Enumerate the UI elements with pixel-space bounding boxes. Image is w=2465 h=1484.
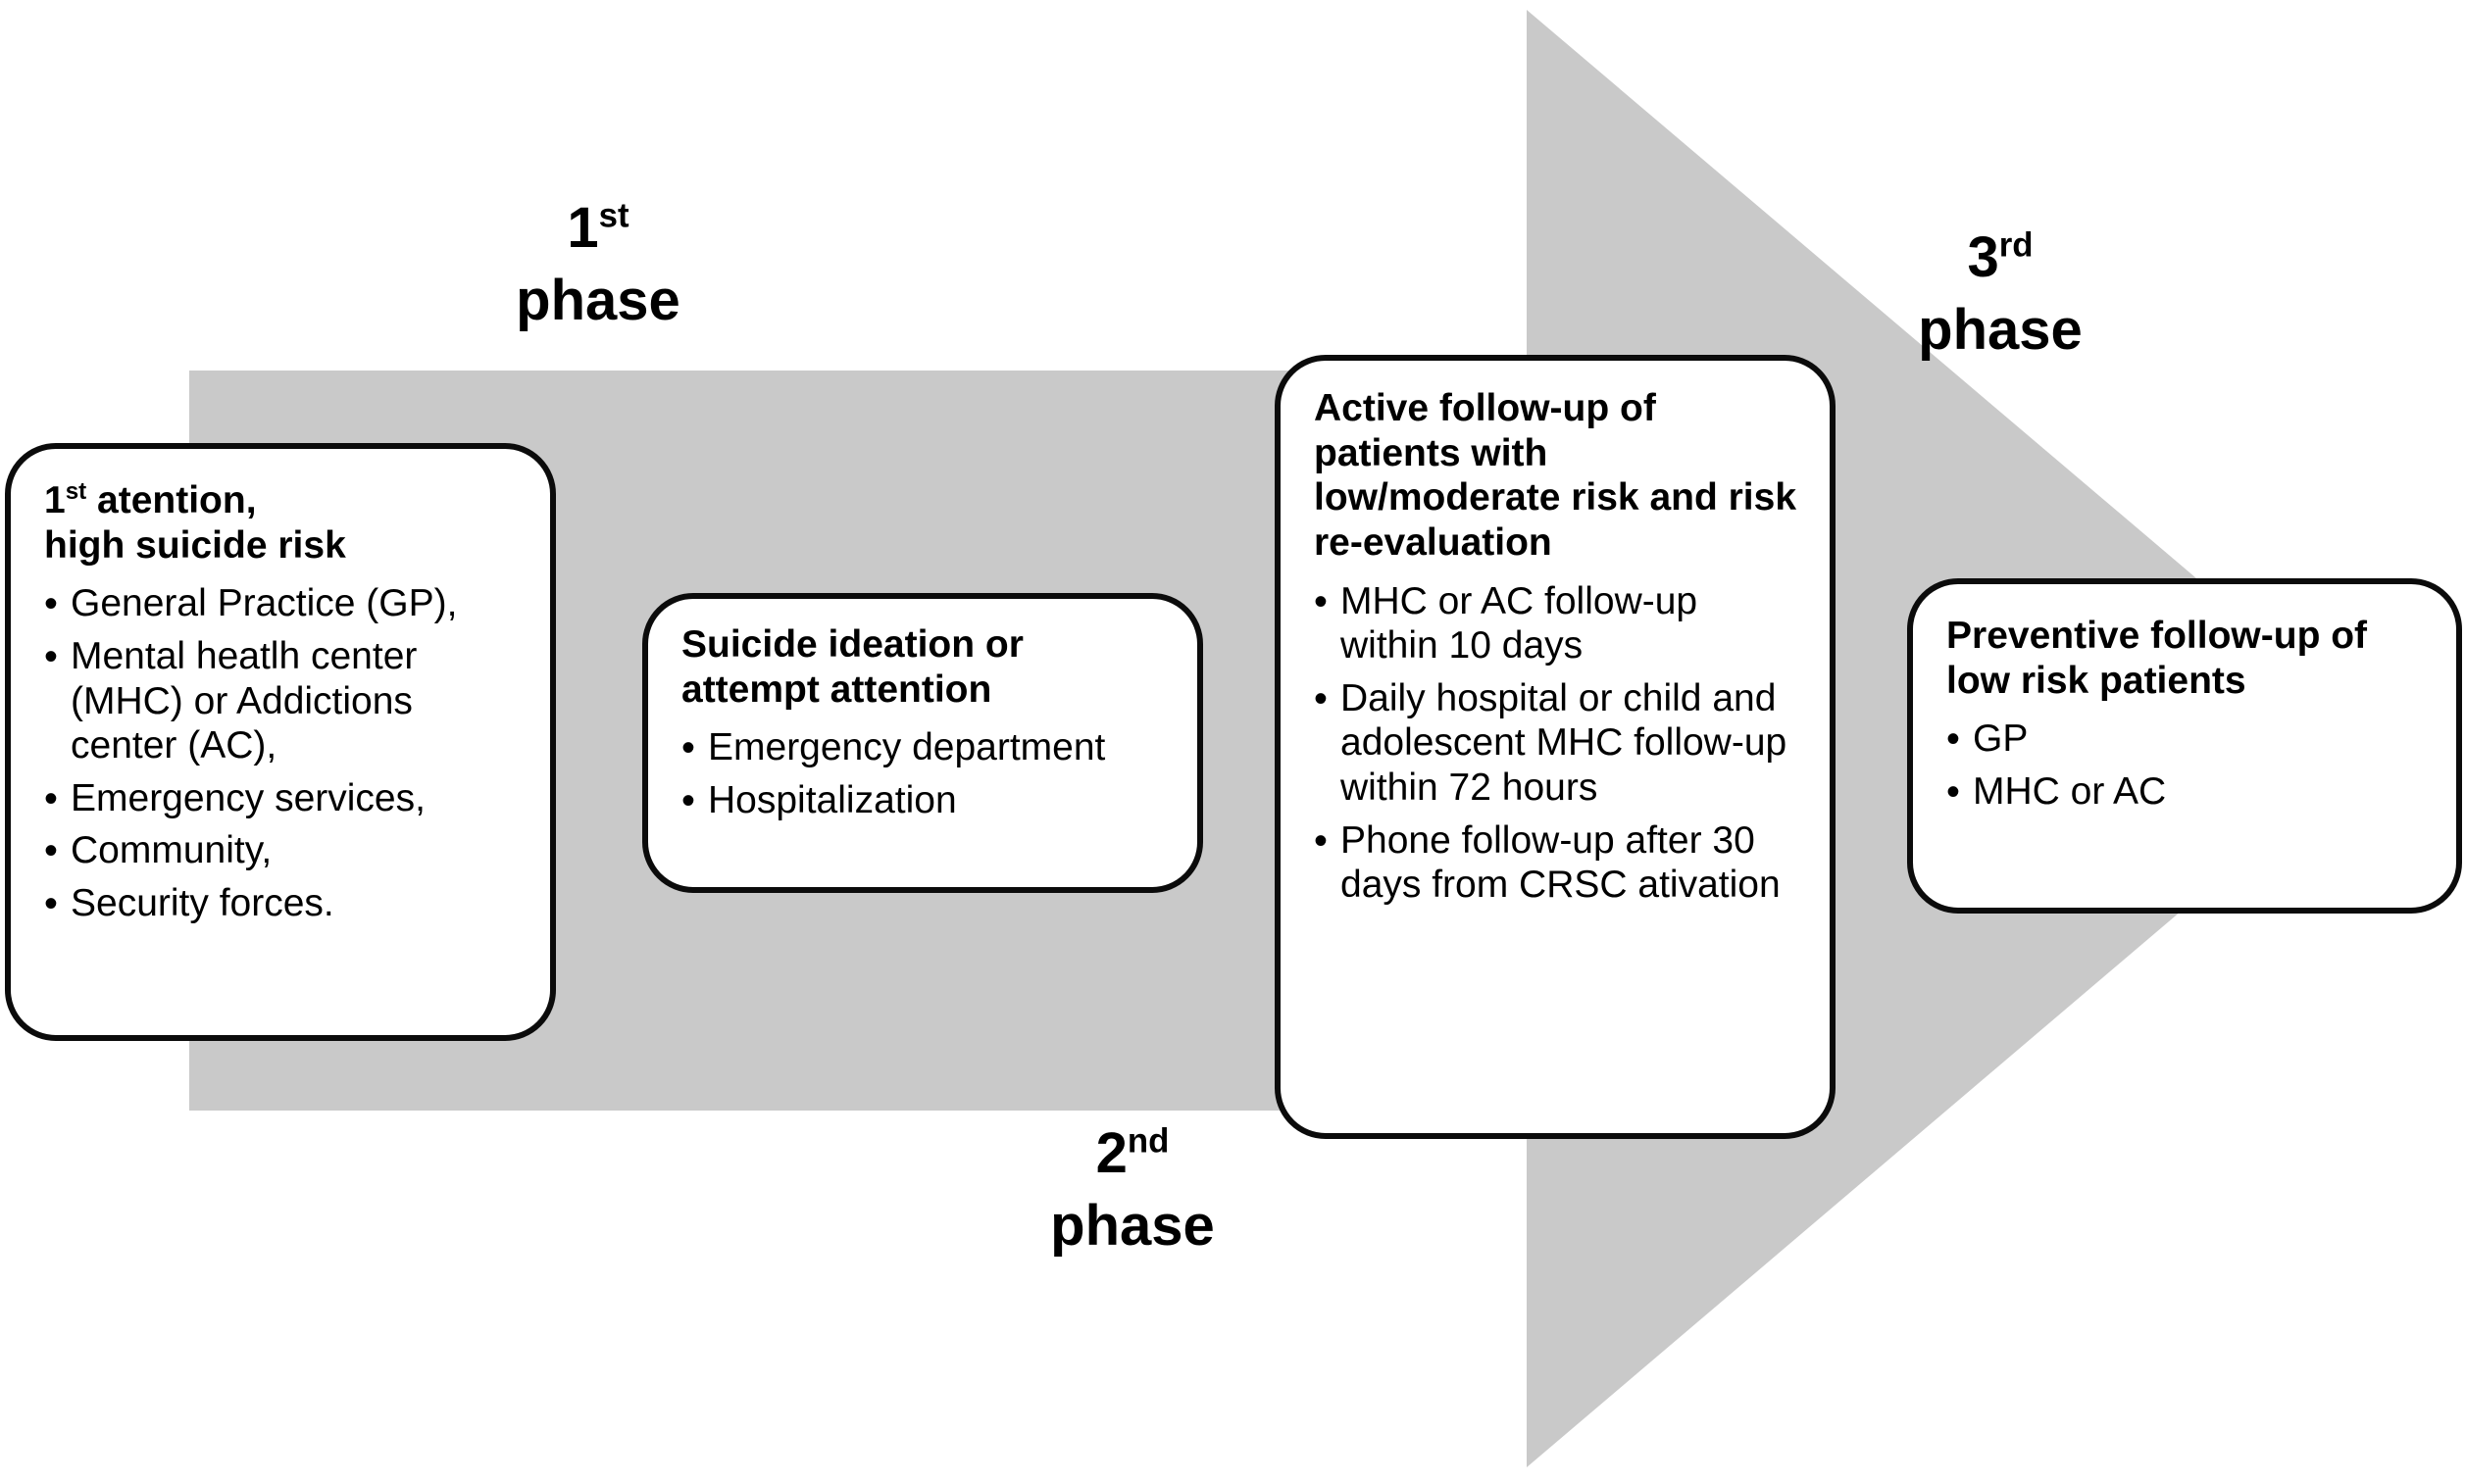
- phase-label-2: 2nd phase: [1015, 1117, 1250, 1262]
- list-item: Emergency department: [681, 725, 1168, 770]
- phase-1-number: 1: [567, 196, 599, 260]
- phase-3-number-line: 3rd: [1883, 222, 2118, 294]
- card-suicide-ideation-body: Suicide ideation or attempt attention Em…: [648, 599, 1197, 843]
- list-item: Daily hospital or child and adolescent M…: [1314, 676, 1800, 811]
- phase-3-number: 3: [1967, 225, 1999, 289]
- card-preventive-followup-title: Preventive follow-up of low risk patient…: [1946, 615, 2368, 702]
- phase-3-word: phase: [1918, 298, 2083, 363]
- card-active-followup-title: Active follow-up of patients with low/mo…: [1314, 387, 1797, 564]
- phase-label-3: 3rd phase: [1883, 222, 2118, 367]
- list-item: Mental heatlh center (MHC) or Addictions…: [44, 634, 521, 768]
- card-active-followup-bullets: MHC or AC follow-up within 10 days Daily…: [1314, 579, 1800, 908]
- card-1-title-ordinal: st: [65, 478, 87, 505]
- card-active-followup: Active follow-up of patients with low/mo…: [1275, 355, 1836, 1139]
- list-item: MHC or AC follow-up within 10 days: [1314, 579, 1800, 668]
- list-item: General Practice (GP),: [44, 581, 521, 626]
- phase-1-word: phase: [516, 269, 680, 333]
- phase-label-1: 1st phase: [480, 192, 716, 337]
- card-active-followup-body: Active follow-up of patients with low/mo…: [1281, 361, 1830, 927]
- card-first-attention-bullets: General Practice (GP), Mental heatlh cen…: [44, 581, 521, 926]
- list-item: Phone follow-up after 30 days from CRSC …: [1314, 818, 1800, 908]
- list-item: MHC or AC: [1946, 769, 2427, 815]
- phase-1-ordinal: st: [598, 196, 629, 235]
- card-1-title-lead: 1: [44, 479, 66, 521]
- card-preventive-followup-bullets: GP MHC or AC: [1946, 717, 2427, 815]
- list-item: Emergency services,: [44, 776, 521, 821]
- phase-2-word: phase: [1050, 1194, 1215, 1259]
- phase-3-ordinal: rd: [1998, 225, 2034, 265]
- phase-2-ordinal: nd: [1127, 1121, 1170, 1161]
- list-item: Community,: [44, 828, 521, 873]
- card-preventive-followup-body: Preventive follow-up of low risk patient…: [1913, 584, 2456, 834]
- card-first-attention-title: 1st atention, high suicide risk: [44, 478, 521, 568]
- phase-1-number-line: 1st: [480, 192, 716, 265]
- list-item: Hospitalization: [681, 778, 1168, 823]
- card-suicide-ideation-title: Suicide ideation or attempt attention: [681, 623, 1024, 711]
- list-item: GP: [1946, 717, 2427, 762]
- card-1-title-rest: atention, high suicide risk: [44, 479, 346, 567]
- card-first-attention: 1st atention, high suicide risk General …: [5, 443, 556, 1041]
- card-suicide-ideation-bullets: Emergency department Hospitalization: [681, 725, 1168, 823]
- phase-2-number-line: 2nd: [1015, 1117, 1250, 1190]
- list-item: Security forces.: [44, 881, 521, 926]
- card-first-attention-body: 1st atention, high suicide risk General …: [11, 449, 550, 946]
- card-preventive-followup: Preventive follow-up of low risk patient…: [1907, 578, 2462, 914]
- phase-2-number: 2: [1095, 1121, 1128, 1185]
- card-suicide-ideation-attention: Suicide ideation or attempt attention Em…: [642, 593, 1203, 893]
